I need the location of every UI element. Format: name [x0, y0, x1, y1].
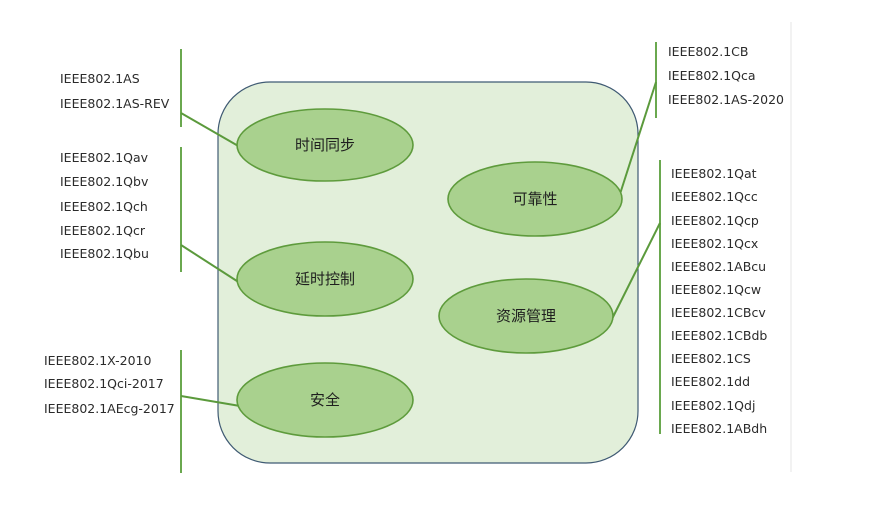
standard-label: IEEE802.1Qav: [60, 150, 149, 165]
standard-label: IEEE802.1Qcr: [60, 223, 146, 238]
standard-label: IEEE802.1Qat: [671, 166, 757, 181]
time-sync-label: 时间同步: [295, 136, 355, 154]
latency-control-group: IEEE802.1Qav IEEE802.1Qbv IEEE802.1Qch I…: [60, 147, 414, 317]
standard-label: IEEE802.1CBcv: [671, 305, 766, 320]
standard-label: IEEE802.1CS: [671, 351, 751, 366]
security-node: [236, 362, 414, 438]
reliability-label: 可靠性: [512, 190, 557, 208]
standard-label: IEEE802.1Qcw: [671, 282, 761, 297]
standard-label: IEEE802.1AS-2020: [668, 92, 784, 107]
standard-label: IEEE802.1Qbv: [60, 174, 149, 189]
resource-management-connector: [609, 222, 661, 324]
standard-label: IEEE802.1Qcx: [671, 236, 758, 251]
standard-label: IEEE802.1CBdb: [671, 328, 767, 343]
standard-label: IEEE802.1AS: [60, 71, 140, 86]
resource-management-label: 资源管理: [496, 307, 556, 325]
time-sync-node: [236, 108, 414, 182]
standard-label: IEEE802.1Qdj: [671, 398, 755, 413]
standard-label: IEEE802.1Qci-2017: [44, 376, 164, 391]
security-connector: [180, 395, 241, 407]
resource-management-group: IEEE802.1Qat IEEE802.1Qcc IEEE802.1Qcp I…: [438, 160, 767, 436]
latency-control-node: [236, 241, 414, 317]
standard-label: IEEE802.1Qch: [60, 199, 148, 214]
standard-label: IEEE802.1Qcc: [671, 189, 758, 204]
reliability-connector: [619, 81, 657, 195]
standard-label: IEEE802.1AEcg-2017: [44, 401, 175, 416]
standard-label: IEEE802.1Qca: [668, 68, 756, 83]
standard-label: IEEE802.1dd: [671, 374, 750, 389]
reliability-group: IEEE802.1CB IEEE802.1Qca IEEE802.1AS-202…: [447, 42, 784, 237]
resource-management-node: [438, 278, 614, 354]
standard-label: IEEE802.1ABcu: [671, 259, 766, 274]
security-group: IEEE802.1X-2010 IEEE802.1Qci-2017 IEEE80…: [44, 350, 414, 473]
time-sync-connector: [180, 112, 241, 148]
latency-control-connector: [180, 244, 241, 284]
time-sync-group: IEEE802.1AS IEEE802.1AS-REV 时间同步: [60, 49, 414, 182]
standard-label: IEEE802.1ABdh: [671, 421, 767, 436]
reliability-node: [447, 161, 623, 237]
standard-label: IEEE802.1CB: [668, 44, 748, 59]
latency-control-label: 延时控制: [295, 270, 355, 288]
security-label: 安全: [310, 391, 340, 409]
standard-label: IEEE802.1X-2010: [44, 353, 151, 368]
standard-label: IEEE802.1Qbu: [60, 246, 149, 261]
standard-label: IEEE802.1Qcp: [671, 213, 759, 228]
standard-label: IEEE802.1AS-REV: [60, 96, 170, 111]
